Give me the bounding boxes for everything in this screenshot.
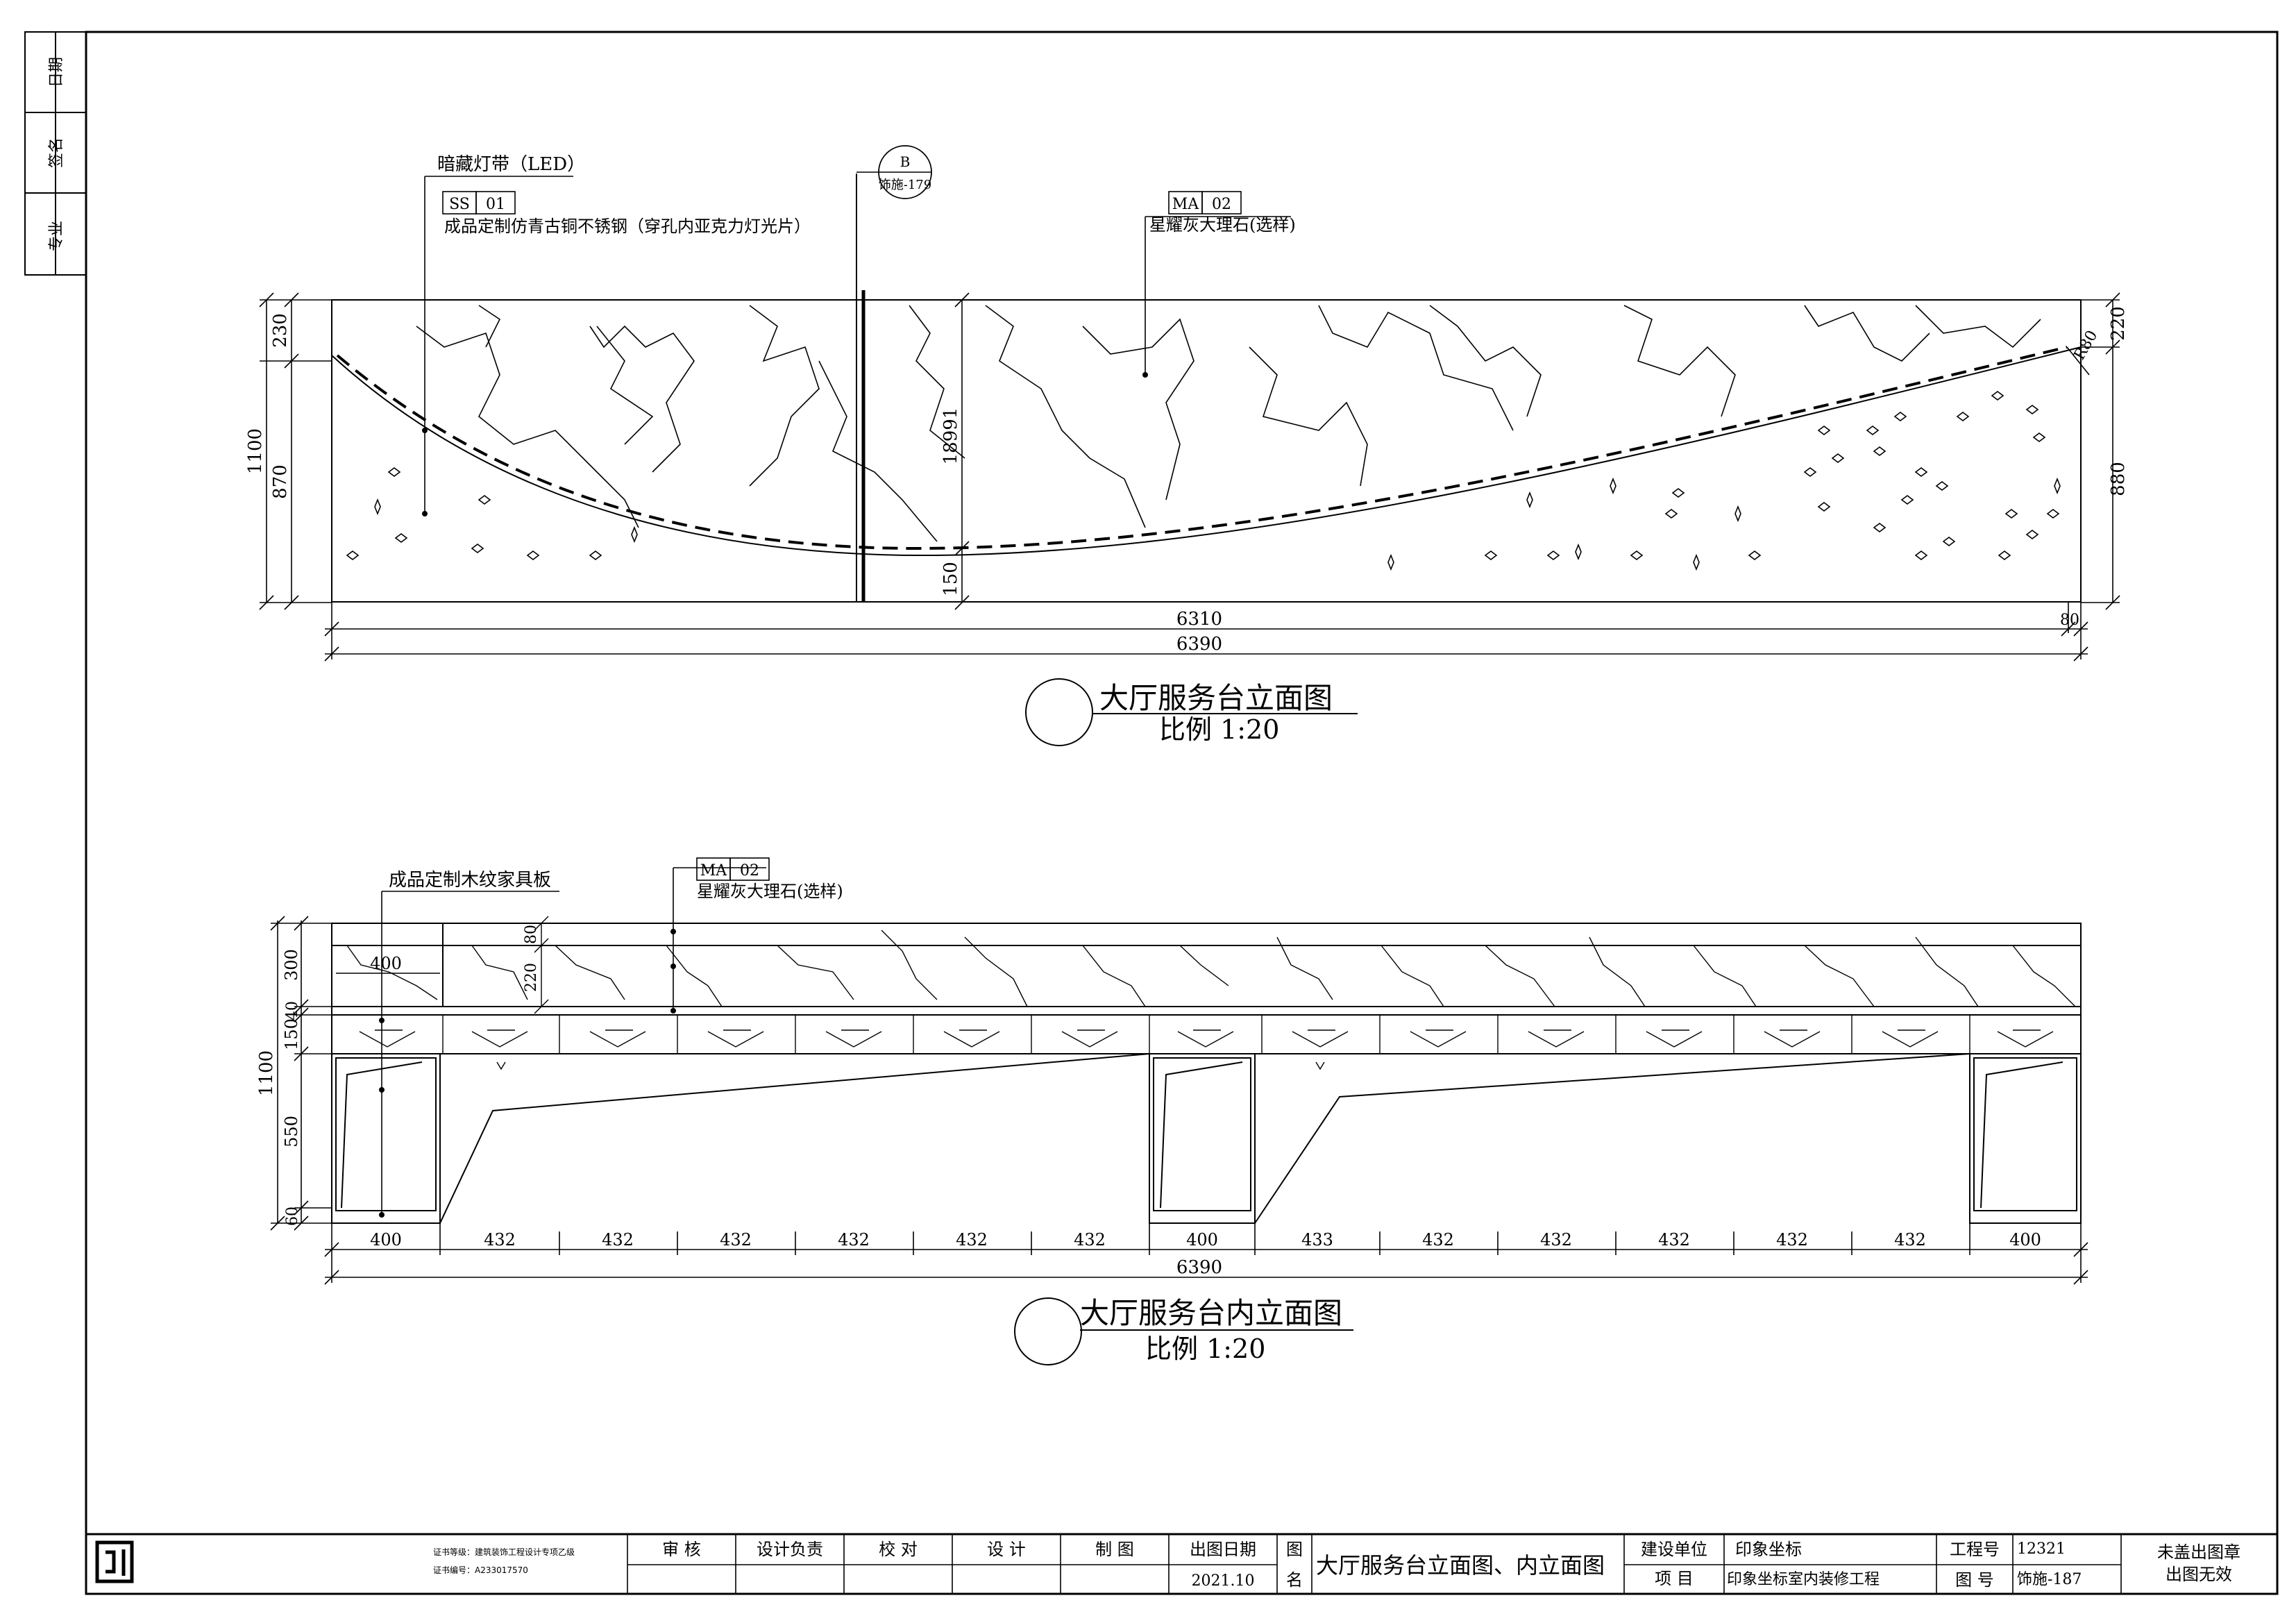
dim-left-total: 1100 — [245, 428, 266, 474]
inner-dim-550: 550 — [282, 1116, 301, 1147]
radius-label: R80 — [2071, 328, 2102, 363]
company-logo — [95, 1540, 134, 1583]
segment-dim: 432 — [1776, 1230, 1808, 1250]
dim-vert-mid: 18991 — [940, 407, 961, 465]
segment-dim: 432 — [484, 1230, 516, 1250]
wood-panel-callout: 成品定制木纹家具板 — [389, 870, 551, 891]
elevation-title-symbol — [1025, 678, 1093, 746]
label-design: 设 计 — [987, 1540, 1026, 1559]
label-client: 建设单位 — [1641, 1540, 1707, 1559]
inner-elevation-drawing: 成品定制木纹家具板 MA 02 星耀灰大理石(选样) 400 80 220 — [256, 857, 2088, 1365]
inner-dim-150: 150 — [282, 1018, 301, 1050]
sheet-number-value: 饰施-187 — [2017, 1571, 2082, 1588]
dim-v-80: 80 — [523, 925, 540, 944]
label-job-number: 工程号 — [1950, 1540, 2000, 1559]
inner-title: 大厅服务台内立面图 — [1080, 1296, 1342, 1330]
side-label-sign: 签名 — [48, 137, 65, 168]
project-value: 印象坐标室内装修工程 — [1727, 1571, 1880, 1588]
cabinet-structure — [331, 1053, 2082, 1224]
segment-dim: 433 — [1301, 1230, 1333, 1250]
label-issue-date: 出图日期 — [1190, 1540, 1256, 1559]
dim-width-main: 6310 — [1176, 609, 1222, 630]
inner-ma-code: MA — [700, 862, 728, 880]
label-design-lead: 设计负责 — [757, 1540, 823, 1559]
stone-chips — [346, 391, 2061, 571]
label-check: 校 对 — [879, 1540, 918, 1559]
label-drawing-name-1: 图 — [1286, 1540, 1303, 1559]
drawer-row — [442, 1015, 1970, 1054]
section-sheet: 饰施-179 — [879, 178, 931, 192]
title-block: 证书等级：建筑装饰工程设计专项乙级 证书编号：A233017570 审 核 设计… — [86, 1533, 2277, 1594]
ss-code: SS — [449, 196, 470, 213]
ss-description: 成品定制仿青古铜不锈钢（穿孔内亚克力灯光片） — [444, 217, 811, 236]
segment-dim: 432 — [956, 1230, 988, 1250]
dim-width-end: 80 — [2060, 612, 2079, 629]
ss-number: 01 — [486, 196, 505, 213]
segment-dim: 432 — [838, 1230, 870, 1250]
inner-dim-300: 300 — [282, 949, 301, 981]
inner-dim-left-total: 1100 — [256, 1050, 277, 1096]
dim-right-top: 220 — [2108, 306, 2129, 341]
dim-left-top: 230 — [270, 313, 291, 348]
elevation-scale: 比例 1:20 — [1159, 714, 1279, 745]
dim-left-bottom: 870 — [270, 464, 291, 499]
inner-scale: 比例 1:20 — [1145, 1334, 1265, 1364]
client-value: 印象坐标 — [1735, 1540, 1802, 1559]
elevation-drawing: 暗藏灯带（LED） SS 01 成品定制仿青古铜不锈钢（穿孔内亚克力灯光片） B… — [245, 145, 2129, 746]
section-letter: B — [900, 153, 911, 170]
led-strip-line — [336, 346, 2068, 550]
side-label-date: 日期 — [48, 57, 65, 87]
inner-dim-total: 6390 — [1176, 1257, 1222, 1278]
segment-dim: 400 — [2009, 1230, 2041, 1250]
counter-outline — [331, 299, 2082, 603]
segment-dim: 432 — [1658, 1230, 1690, 1250]
ma-description: 星耀灰大理石(选样) — [1149, 215, 1296, 235]
segment-dims: 400 432 432 432 432 432 432 400 433 432 … — [370, 1230, 2041, 1250]
segment-dim: 432 — [1540, 1230, 1572, 1250]
inner-marble-veins — [346, 930, 2076, 1007]
segment-dim: 432 — [602, 1230, 634, 1250]
segment-dim: 432 — [1422, 1230, 1454, 1250]
ma-code: MA — [1172, 196, 1200, 213]
dim-right-bottom: 880 — [2108, 462, 2129, 496]
issue-date-value: 2021.10 — [1192, 1572, 1255, 1590]
label-draft: 制 图 — [1095, 1540, 1134, 1559]
label-sheet-number: 图 号 — [1955, 1570, 1994, 1590]
inner-ma-description: 星耀灰大理石(选样) — [697, 882, 843, 901]
segment-dim: 432 — [720, 1230, 752, 1250]
ma-number: 02 — [1212, 196, 1231, 213]
segment-dim: 432 — [1894, 1230, 1926, 1250]
job-number-value: 12321 — [2017, 1540, 2066, 1558]
counter-curve — [331, 346, 2082, 557]
elevation-title: 大厅服务台立面图 — [1099, 681, 1333, 715]
dim-vert-low: 150 — [940, 562, 961, 596]
segment-dim: 432 — [1074, 1230, 1106, 1250]
marble-veins — [416, 305, 2041, 542]
label-drawing-name-2: 名 — [1286, 1570, 1303, 1590]
segment-dim: 400 — [1186, 1230, 1218, 1250]
dim-v-220: 220 — [523, 963, 540, 992]
segment-dim: 400 — [370, 1230, 402, 1250]
dim-width-total: 6390 — [1176, 634, 1222, 655]
side-strip: 专业 签名 日期 — [24, 31, 87, 276]
inner-title-symbol — [1014, 1297, 1082, 1365]
cert-number: 证书编号：A233017570 — [433, 1565, 528, 1575]
label-review: 审 核 — [662, 1540, 701, 1559]
label-project: 项 目 — [1655, 1569, 1694, 1588]
sheet-border — [85, 31, 2279, 1595]
inner-ma-number: 02 — [740, 862, 759, 880]
cert-level: 证书等级：建筑装饰工程设计专项乙级 — [433, 1547, 575, 1557]
stamp-note-1: 未盖出图章 — [2157, 1542, 2240, 1562]
drawing-name: 大厅服务台立面图、内立面图 — [1316, 1552, 1605, 1579]
dim-inner-400: 400 — [370, 954, 402, 973]
inner-dim-40: 40 — [284, 1001, 301, 1020]
inner-dim-60: 60 — [284, 1206, 301, 1226]
side-label-major: 专业 — [48, 221, 65, 251]
led-callout-title: 暗藏灯带（LED） — [437, 154, 585, 175]
stamp-note-2: 出图无效 — [2166, 1565, 2232, 1584]
